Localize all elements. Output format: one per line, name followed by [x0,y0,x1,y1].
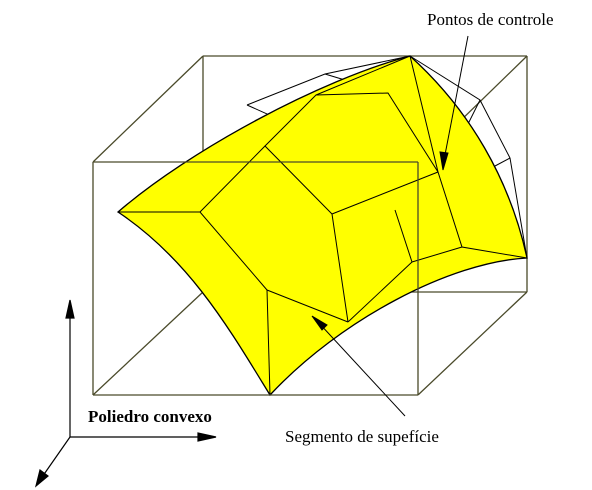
box-edge [417,291,528,396]
coordinate-axes [34,299,217,488]
axis-arrowhead-up [65,299,75,319]
surface-mesh [118,55,528,396]
control-points-label: Pontos de controle [427,10,554,29]
mesh-line [347,261,413,323]
mesh-line [394,209,463,263]
surface-patch [116,55,528,397]
surface-segment-pointer-head [311,315,328,331]
mesh-line [409,55,439,173]
axis-arrowhead-diagonal [34,468,49,488]
convex-hull-label: Poliedro convexo [88,407,212,426]
control-net-edge [409,55,528,259]
pointer-arrows [311,35,469,417]
control-points-pointer-head [439,151,449,171]
box-edge [92,55,204,163]
axis-arrowhead-right [197,432,217,442]
mesh-line [118,211,271,396]
mesh-line [331,171,439,215]
box-front-face [92,161,419,396]
mesh-line [264,92,528,259]
control-points-pointer-line [443,35,469,161]
mesh-line [315,55,411,96]
control-net-edge [494,157,511,167]
surface-segment [116,55,528,397]
surface-segment-pointer-line [317,321,406,417]
mesh-line [266,289,349,323]
mesh-line [199,145,349,323]
axis-diagonal [39,436,71,481]
box-edge [92,291,204,396]
surface-segment-label: Segmento de supefície [285,427,439,446]
